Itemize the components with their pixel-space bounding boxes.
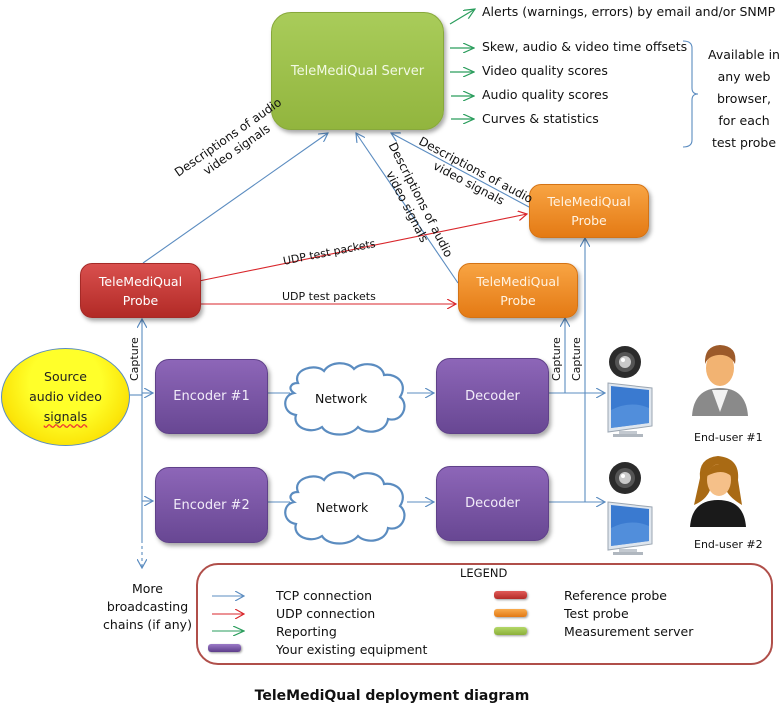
legend-reference-probe-label: Reference probe xyxy=(564,588,667,603)
reporting-arrow-alerts xyxy=(449,9,475,25)
reference-probe-node[interactable]: TeleMediQual Probe xyxy=(80,263,201,318)
source-label-line2: audio video xyxy=(29,389,102,404)
legend-swatch-equipment xyxy=(208,644,241,652)
decoder-1-node[interactable]: Decoder xyxy=(436,358,549,434)
legend-title: LEGEND xyxy=(460,566,508,580)
end-user-2-label: End-user #2 xyxy=(694,538,763,551)
server-output-alerts: Alerts (warnings, errors) by email and/o… xyxy=(482,4,776,19)
probe-label-line2: Probe xyxy=(500,292,536,308)
end-user-female-icon xyxy=(690,456,746,527)
encoder-1-label: Encoder #1 xyxy=(173,389,250,404)
monitor-icon-2 xyxy=(607,501,653,555)
legend-udp-label: UDP connection xyxy=(276,606,376,621)
legend-measurement-server-label: Measurement server xyxy=(564,624,694,639)
availability-line: Available in xyxy=(708,47,780,62)
server-output-skew: Skew, audio & video time offsets xyxy=(482,39,688,54)
availability-note: Available in any web browser, for each t… xyxy=(704,44,784,154)
encoder-2-label: Encoder #2 xyxy=(173,497,250,513)
server-output-audio-scores: Audio quality scores xyxy=(482,87,609,102)
test-probe-node-1[interactable]: TeleMediQual Probe xyxy=(529,184,649,238)
legend-equipment-label: Your existing equipment xyxy=(276,642,428,657)
more-chains-line: chains (if any) xyxy=(103,617,192,632)
edge-label-capture-source: Capture xyxy=(128,337,141,381)
monitor-icon-1 xyxy=(607,382,653,437)
tcp-arrow-test1-to-server xyxy=(391,133,530,208)
legend-swatch-reference-probe xyxy=(494,591,527,599)
more-chains-line: broadcasting xyxy=(106,599,189,614)
speaker-icon-2 xyxy=(609,462,641,494)
tcp-arrow-ref-to-server xyxy=(142,133,328,264)
more-chains-note: More broadcasting chains (if any) xyxy=(100,580,195,634)
more-chains-line: More xyxy=(132,581,163,596)
legend-test-probe-label: Test probe xyxy=(564,606,629,621)
legend-box xyxy=(196,563,773,665)
legend-swatch-measurement-server xyxy=(494,627,527,635)
network-cloud-2 xyxy=(284,471,406,545)
edge-label-capture-decoder-b: Capture xyxy=(570,337,583,381)
probe-label-line1: TeleMediQual xyxy=(98,273,183,289)
decoder-1-label: Decoder xyxy=(465,388,520,404)
network-2-label: Network xyxy=(316,500,369,515)
udp-arrow-to-test1 xyxy=(198,214,527,282)
encoder-2-node[interactable]: Encoder #2 xyxy=(155,467,268,543)
probe-label-line2: Probe xyxy=(571,213,607,228)
measurement-server-node[interactable]: TeleMediQual Server xyxy=(271,12,444,130)
test-probe-node-2[interactable]: TeleMediQual Probe xyxy=(458,263,578,318)
speaker-icon-1 xyxy=(609,346,641,378)
server-output-curves: Curves & statistics xyxy=(482,111,599,126)
decoder-2-node[interactable]: Decoder xyxy=(436,466,549,541)
legend-tcp-label: TCP connection xyxy=(276,588,373,603)
reporting-arrows xyxy=(449,9,475,119)
probe-label-line2: Probe xyxy=(122,292,159,308)
tcp-arrow-test2-to-server xyxy=(356,133,459,284)
decoder-2-label: Decoder xyxy=(465,496,520,511)
server-label: TeleMediQual Server xyxy=(290,63,425,79)
edge-label-capture-decoder-a: Capture xyxy=(550,337,563,381)
network-cloud-1 xyxy=(284,362,406,436)
availability-line: test probe xyxy=(711,135,777,150)
network-1-label: Network xyxy=(315,391,368,406)
availability-line: browser, xyxy=(717,91,771,106)
source-signals-node[interactable]: Source audio video signals xyxy=(1,348,130,446)
probe-label-line1: TeleMediQual xyxy=(476,273,560,289)
legend-swatch-test-probe xyxy=(494,609,527,617)
probe-label-line1: TeleMediQual xyxy=(547,194,631,209)
legend-reporting-label: Reporting xyxy=(276,624,337,639)
end-user-1-label: End-user #1 xyxy=(694,431,763,444)
diagram-caption: TeleMediQual deployment diagram xyxy=(254,688,530,704)
source-label-line1: Source xyxy=(44,369,87,384)
server-output-video-scores: Video quality scores xyxy=(482,63,608,78)
source-label-line3: signals xyxy=(43,409,88,424)
encoder-1-node[interactable]: Encoder #1 xyxy=(155,359,268,434)
availability-brace xyxy=(682,40,699,148)
end-user-male-icon xyxy=(692,345,748,416)
availability-line: for each xyxy=(718,113,770,128)
availability-line: any web xyxy=(717,69,771,84)
edge-label-udp-2: UDP test packets xyxy=(282,290,376,303)
